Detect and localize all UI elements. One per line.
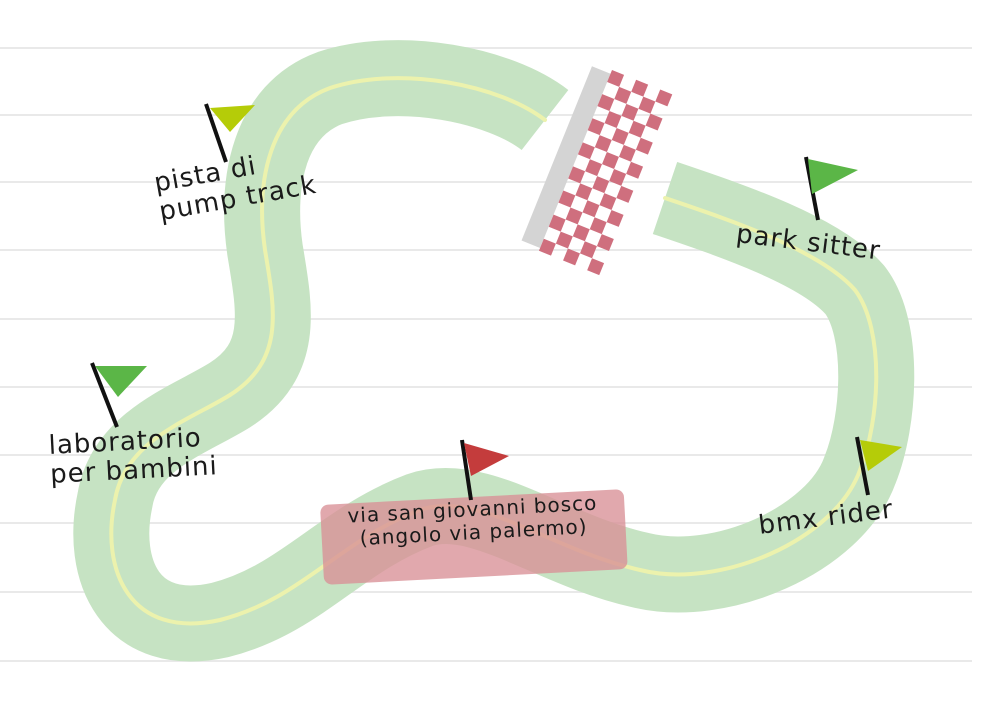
checker-square (575, 183, 593, 201)
checker-square (611, 127, 629, 145)
finish-post-shadow (521, 66, 611, 249)
station-label-laboratorio: laboratorio per bambini (48, 423, 219, 490)
ruled-line (0, 591, 972, 593)
checker-square (606, 210, 624, 227)
checker-square (563, 248, 580, 266)
ruled-line (0, 181, 972, 183)
checker-square (607, 70, 625, 87)
checker-square (558, 190, 576, 208)
checker-square (538, 238, 556, 256)
flag-icon (804, 156, 858, 221)
checker-square (621, 103, 639, 121)
checker-square (577, 142, 595, 160)
checker-square (638, 96, 656, 114)
flag-icon (460, 439, 509, 501)
checker-square (599, 193, 617, 211)
checker-square (589, 217, 607, 235)
checker-square (555, 231, 573, 249)
checker-square (628, 120, 646, 138)
checker-square (596, 234, 614, 252)
checker-square (618, 144, 636, 162)
checker-square (594, 135, 612, 153)
checker-square (582, 200, 600, 218)
checker-square (655, 89, 673, 107)
flag-icon (90, 362, 147, 428)
checker-square (592, 176, 610, 194)
track-centerline (109, 76, 879, 626)
checkered-flag-icon (521, 66, 673, 276)
ruled-line (0, 660, 972, 662)
checker-square (587, 258, 605, 276)
checker-square (587, 118, 605, 136)
flag-icon (204, 103, 255, 163)
ruled-line (0, 249, 972, 251)
checker-square (579, 241, 597, 259)
checker-square (548, 214, 566, 232)
checker-square (602, 152, 619, 169)
checker-square (565, 207, 583, 225)
checker-square (585, 159, 603, 177)
start-banner (320, 489, 628, 585)
checker-square (635, 137, 653, 155)
checker-square (597, 94, 615, 112)
checker-square (616, 185, 634, 203)
ruled-line (0, 386, 972, 388)
checker-square (572, 224, 590, 242)
ruled-line (0, 318, 972, 320)
checker-square (626, 161, 644, 179)
checker-square (568, 166, 586, 184)
checker-square (609, 168, 627, 186)
checker-square (614, 86, 632, 104)
ruled-line (0, 47, 972, 49)
checker-square (645, 113, 663, 131)
checker-square (631, 79, 649, 97)
flag-icon (855, 436, 902, 496)
checker-square (604, 111, 622, 128)
